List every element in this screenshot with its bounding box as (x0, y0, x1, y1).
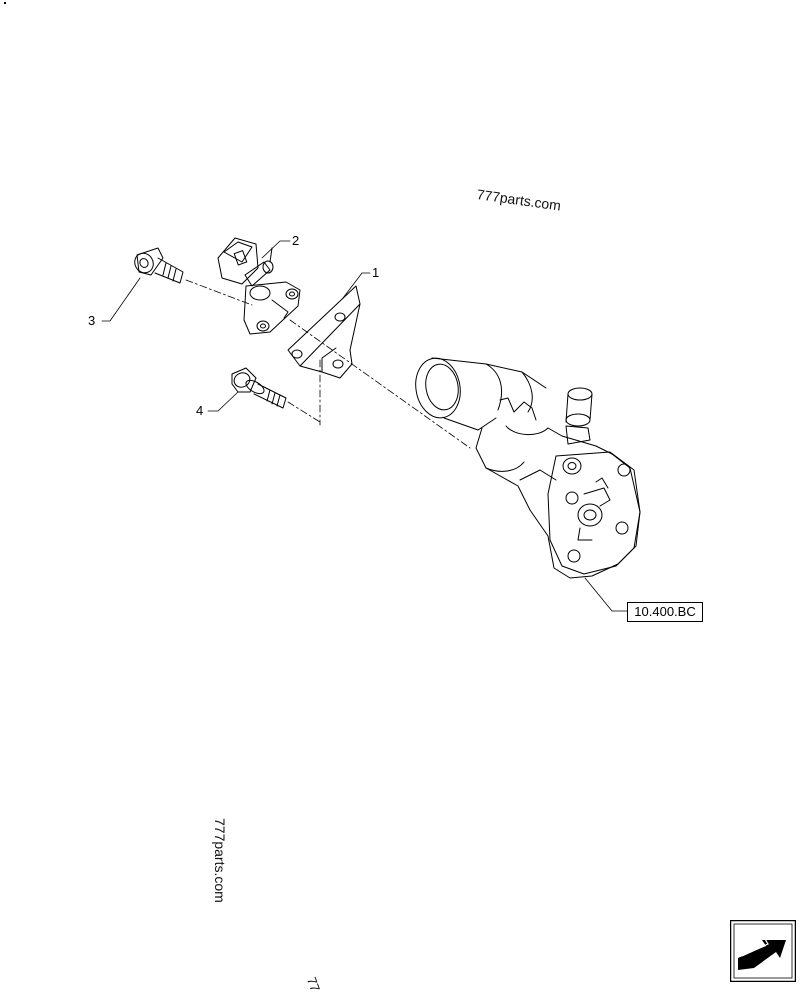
leader-lines (101, 240, 629, 612)
reference-link-box[interactable]: 10.400.BC (627, 602, 703, 622)
thermostat-housing (415, 357, 641, 579)
callout-3[interactable]: 3 (88, 313, 96, 328)
bracket-part-1 (287, 285, 361, 379)
next-page-arrow-icon[interactable] (730, 920, 796, 982)
callout-4[interactable]: 4 (196, 403, 204, 418)
cap-screw-part-3 (134, 247, 184, 284)
callout-2[interactable]: 2 (292, 233, 300, 248)
callout-1[interactable]: 1 (372, 265, 380, 280)
sensor-part-2 (217, 237, 301, 335)
watermark-side: 777parts.com (212, 818, 228, 903)
flange-bolt-part-4 (231, 367, 287, 409)
assembly-centerlines (185, 279, 471, 449)
corner-mark (4, 2, 6, 4)
